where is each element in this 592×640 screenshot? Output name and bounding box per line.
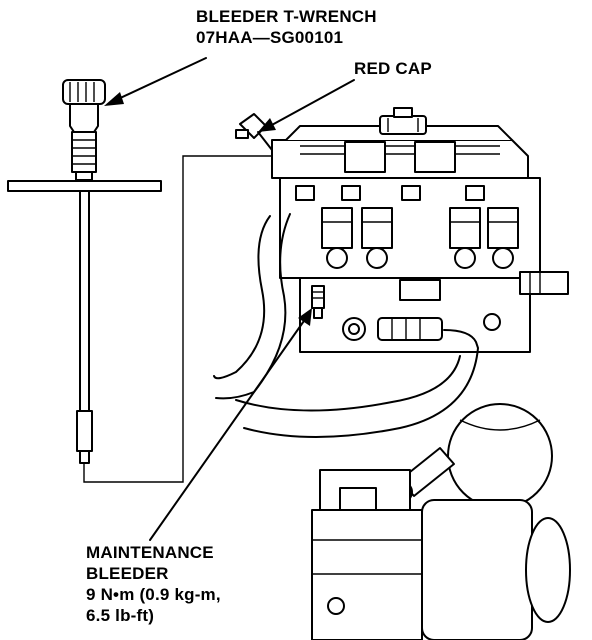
- valve-row: [321, 207, 519, 269]
- maintenance-bleeder-screw: [311, 285, 325, 319]
- maintenance-bleeder-label: MAINTENANCE BLEEDER 9 N•m (0.9 kg-m, 6.5…: [86, 542, 221, 626]
- wrench-part-number: 07HAA—SG00101: [196, 28, 344, 47]
- red-cap-text: RED CAP: [354, 59, 432, 78]
- bleeder-line2: BLEEDER: [86, 564, 169, 583]
- red-cap-part: [235, 113, 273, 151]
- bleeder-torque-line1: 9 N•m (0.9 kg-m,: [86, 585, 221, 604]
- modulator-unit: [213, 107, 571, 640]
- bleeder-t-wrench-label: BLEEDER T-WRENCH 07HAA—SG00101: [196, 6, 377, 48]
- bleeder-line1: MAINTENANCE: [86, 543, 214, 562]
- wrench-name: BLEEDER T-WRENCH: [196, 7, 377, 26]
- bleeder-torque-line2: 6.5 lb-ft): [86, 606, 155, 625]
- callout-arrows: [104, 57, 355, 541]
- bleeder-t-wrench: [7, 79, 162, 464]
- connector-line: [83, 155, 272, 483]
- red-cap-label: RED CAP: [354, 58, 432, 79]
